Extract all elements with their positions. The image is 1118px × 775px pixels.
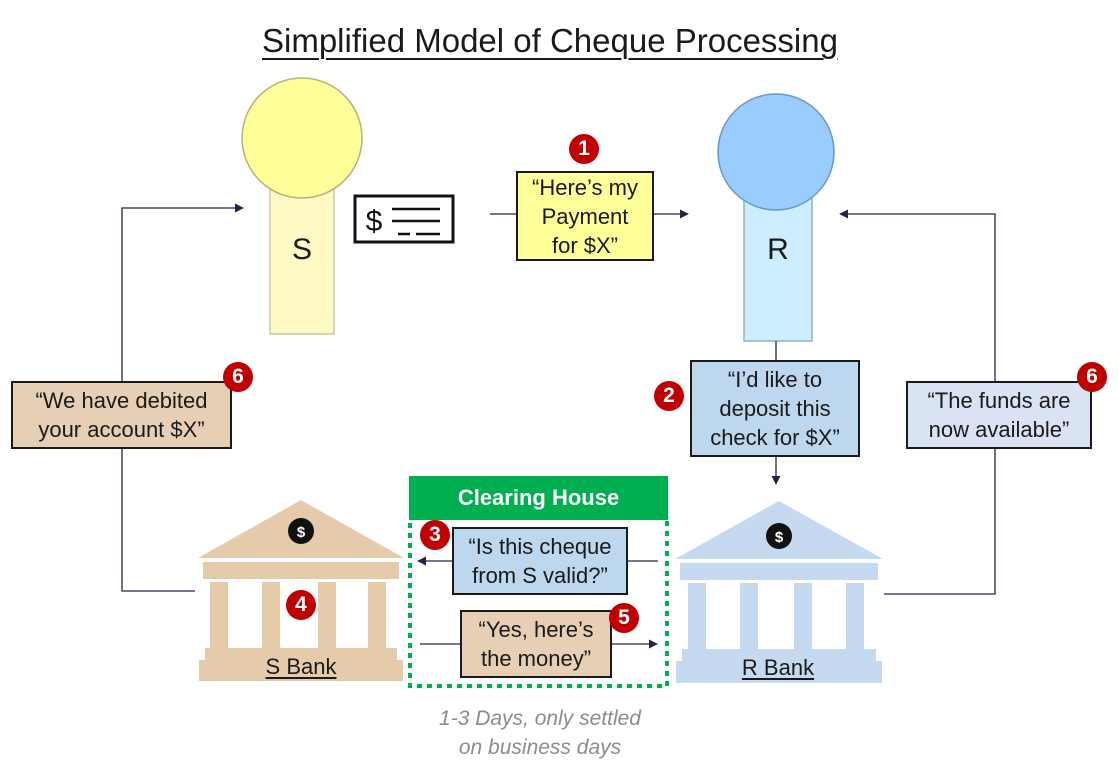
clearing-house-border [408,516,669,688]
r-bank-dollar-icon: $ [775,529,784,546]
receiver-figure [717,93,835,342]
s-bank-dollar-icon: $ [297,524,306,541]
settlement-caption: 1-3 Days, only settled on business days [439,707,641,759]
debited-bubble: “We have debited your account $X” [11,381,232,449]
r-bank-label: R Bank [741,655,815,680]
money-reply-bubble: “Yes, here’s the money” [460,610,612,678]
cheque-dollar-sign: $ [366,205,383,238]
step-5-badge: 5 [609,603,639,633]
sender-figure [241,77,363,335]
step-6-right-badge: 6 [1077,362,1107,392]
funds-available-bubble: “The funds are now available” [906,381,1092,449]
diagram-title: Simplified Model of Cheque Processing [262,22,838,59]
s-bank-building [198,500,404,681]
step-1-badge: 1 [569,134,599,164]
receiver-label: R [767,233,789,266]
cheque-valid-query-bubble: “Is this cheque from S valid?” [452,527,628,595]
clearing-house-header: Clearing House [409,476,668,520]
cheque-icon [353,194,455,244]
step-3-badge: 3 [420,520,450,550]
deposit-bubble: “I’d like to deposit this check for $X” [690,360,860,457]
step-4-badge: 4 [286,590,316,620]
sender-label: S [291,233,312,266]
step-6-left-badge: 6 [223,362,253,392]
r-bank-building [675,501,883,683]
step-2-badge: 2 [654,381,684,411]
payment-bubble: “Here’s my Payment for $X” [516,171,654,261]
s-bank-label: S Bank [265,654,337,679]
